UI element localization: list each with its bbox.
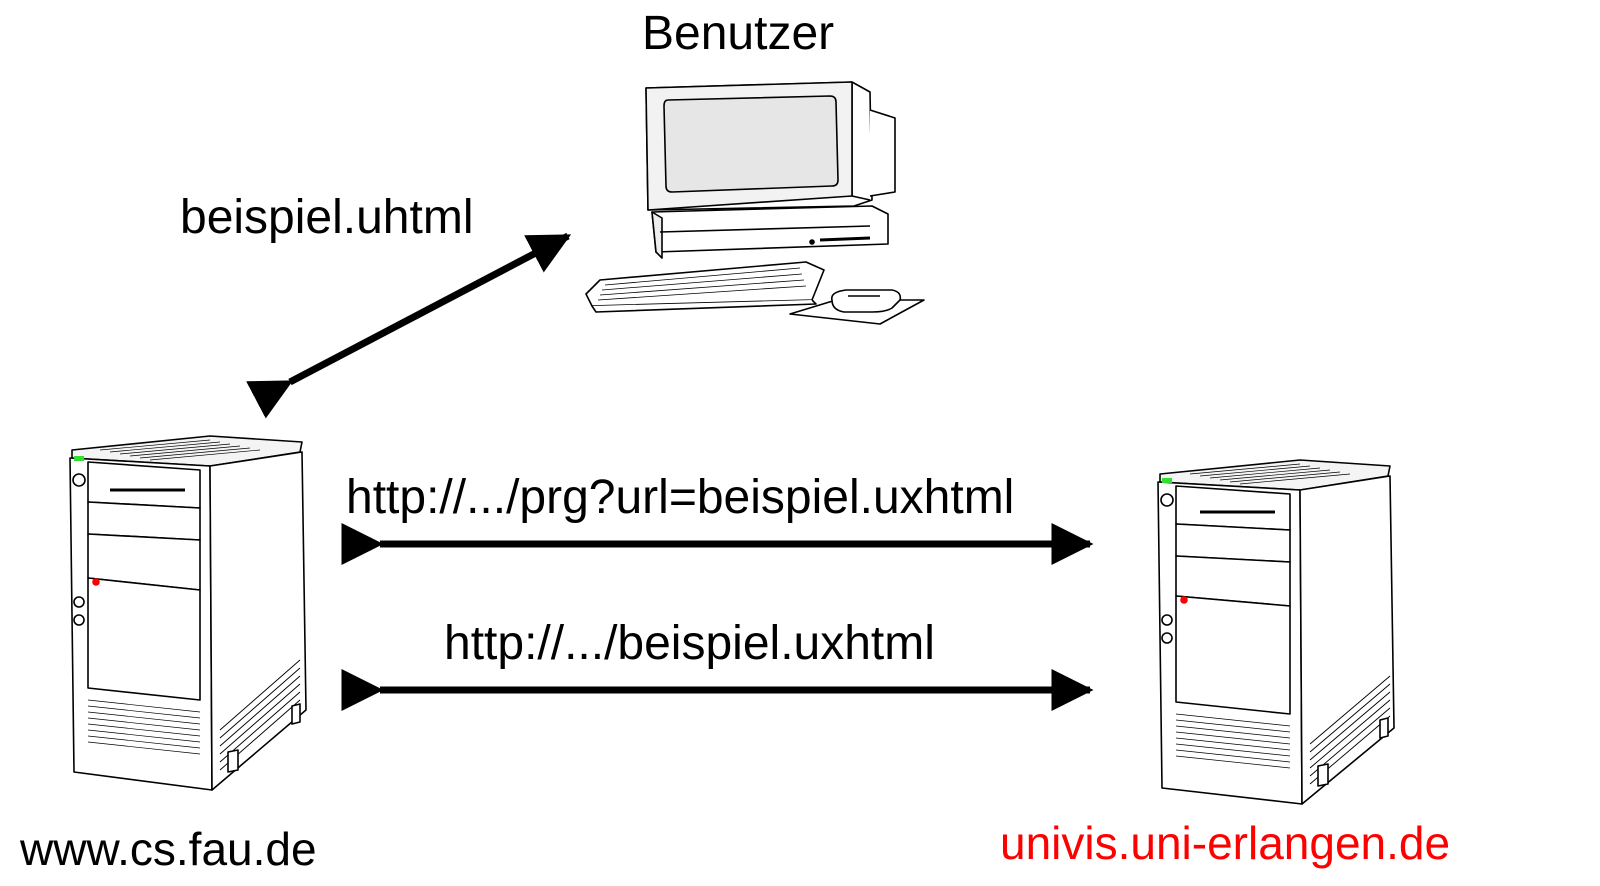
monitor-screen: [663, 95, 839, 193]
desktop-computer-icon: [585, 81, 925, 325]
user-link-label: beispiel.uhtml: [180, 191, 474, 244]
left-server-label: www.cs.fau.de: [20, 823, 317, 875]
right-tower-server-icon: [1157, 459, 1395, 805]
response-label: http://.../beispiel.uxhtml: [444, 617, 935, 670]
right-server-label: univis.uni-erlangen.de: [1000, 817, 1451, 869]
request-label: http://.../prg?url=beispiel.uxhtml: [346, 471, 1015, 524]
user-label: Benutzer: [642, 7, 835, 60]
arrow-user-left-server: [246, 232, 572, 419]
left-tower-server-icon: [69, 435, 307, 791]
